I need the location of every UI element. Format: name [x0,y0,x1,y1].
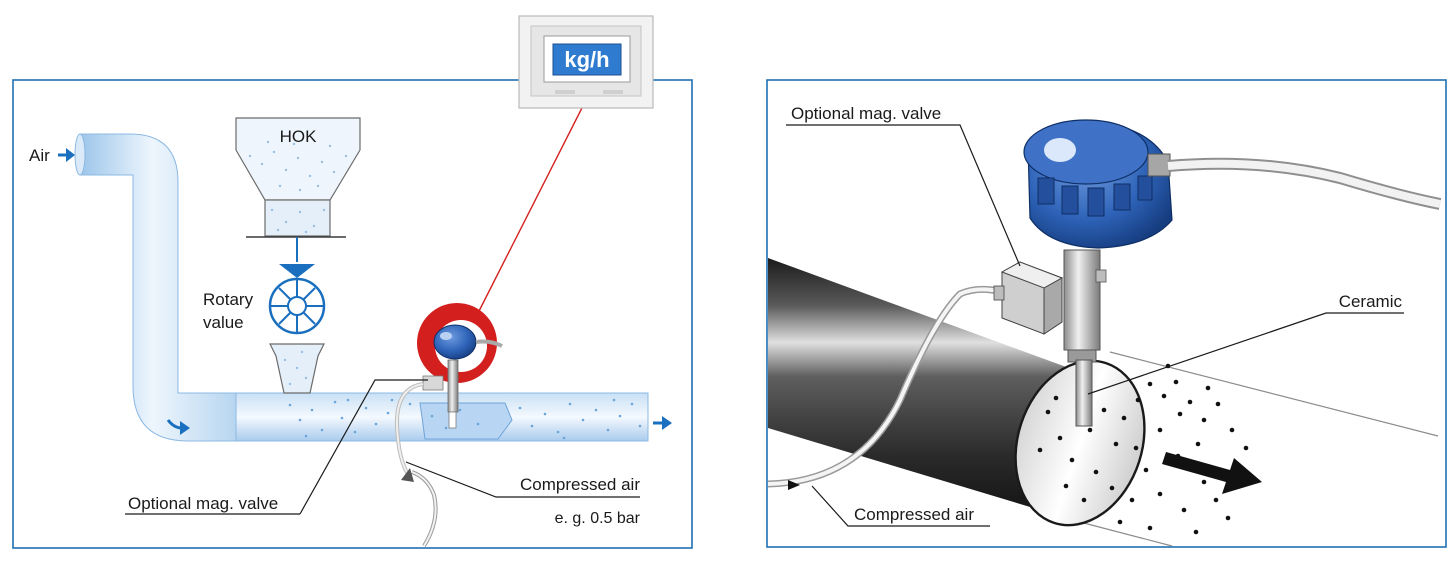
compressed-air-supply-arrow-icon [401,468,438,548]
left-panel: kg/h [12,15,693,549]
right-panel: Optional mag. valve Ceramic Compressed a… [766,79,1447,548]
mag-valve-label-right: Optional mag. valve [791,104,941,123]
mass-flow-display: kg/h [518,15,654,109]
pipe-section [768,258,1439,547]
right-panel-frame [766,79,1447,548]
compressed-air-leader-line-right [811,485,990,527]
mag-valve-leader-line [299,379,428,515]
compressed-air-leader-line [405,461,640,498]
mag-valve-label: Optional mag. valve [128,494,278,513]
pressure-label: e. g. 0.5 bar [555,510,641,527]
mag-valve-block [993,261,1064,335]
rotary-label-line2: value [203,313,244,332]
hopper-label: HOK [280,127,318,146]
flow-direction-arrow-icon [1162,452,1262,494]
rotary-label-line1: Rotary [203,290,254,309]
air-inlet-pipe [74,133,241,442]
outlet-flow-arrow-icon [653,416,672,430]
air-inlet-arrow-icon [58,148,75,162]
compressed-air-label: Compressed air [520,475,640,494]
hopper: HOK [235,117,361,238]
left-panel-frame [12,79,693,549]
flow-sensor-small [394,324,503,480]
ceramic-leader-line [1087,312,1404,395]
conveying-pipe [235,392,649,442]
air-label: Air [29,146,50,165]
display-connector-line [475,99,587,318]
bend-flow-arrow-icon [166,419,190,435]
compressed-air-label-right: Compressed air [854,505,974,524]
display-unit: kg/h [564,47,609,72]
rotary-valve [268,237,326,394]
flow-sensor-large [1023,119,1442,427]
ceramic-label: Ceramic [1339,292,1403,311]
particles-stream [1037,363,1249,535]
compressed-air-tube [767,285,1003,490]
particles-in-pipe [288,398,642,440]
mag-valve-leader-line-right [786,124,1021,267]
